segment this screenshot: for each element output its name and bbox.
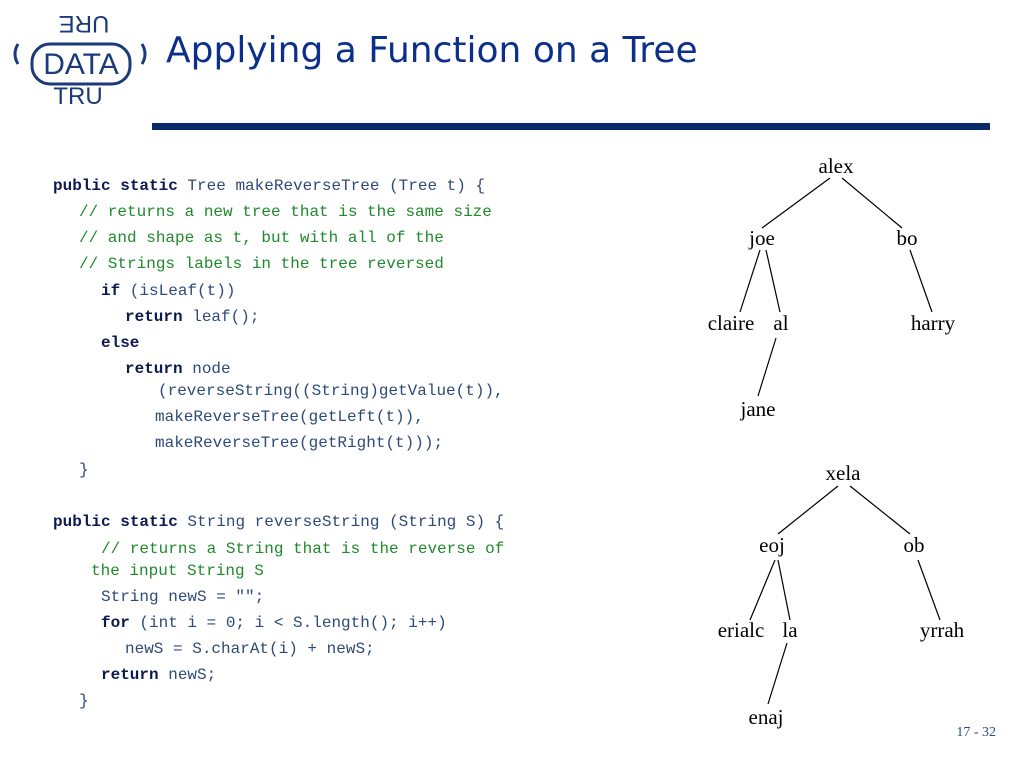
- code-text: }: [79, 461, 89, 479]
- code-comment: // returns a String that is the reverse …: [101, 540, 505, 558]
- code-text: makeReverseTree(getRight(t)));: [155, 434, 444, 452]
- tree-edge: [765, 249, 781, 313]
- code-comment: // and shape as t, but with all of the: [79, 229, 444, 247]
- code-text: leaf();: [182, 308, 260, 326]
- tree-node-left-left: erialc: [718, 618, 765, 642]
- tree-edge: [749, 559, 776, 621]
- code-line: // returns a new tree that is the same s…: [79, 202, 492, 222]
- tree-node-left-left: claire: [708, 311, 755, 335]
- tree-edge: [849, 485, 911, 535]
- tree-node-left: eoj: [759, 533, 785, 557]
- code-text: (int i = 0; i < S.length(); i++): [129, 614, 447, 632]
- code-keyword: if: [101, 282, 121, 300]
- code-keyword: return: [101, 666, 159, 684]
- code-line: // and shape as t, but with all of the: [79, 228, 444, 248]
- logo-arc-bottom: TRU: [53, 83, 102, 106]
- code-line: return leaf();: [125, 307, 259, 327]
- code-line: return newS;: [101, 665, 216, 685]
- data-structures-logo: URE DATA TRU: [13, 10, 147, 106]
- tree-edge: [841, 177, 903, 229]
- tree-edge: [761, 177, 831, 229]
- tree-edge: [909, 249, 933, 313]
- code-line: makeReverseTree(getRight(t)));: [155, 433, 443, 453]
- code-comment: // Strings labels in the tree reversed: [79, 255, 444, 273]
- code-text: makeReverseTree(getLeft(t)),: [155, 408, 424, 426]
- tree-node-root: xela: [826, 461, 862, 485]
- tree-edge: [777, 485, 839, 535]
- slide-title: Applying a Function on a Tree: [166, 30, 698, 71]
- code-line: newS = S.charAt(i) + newS;: [125, 639, 375, 659]
- code-keyword: return: [125, 360, 183, 378]
- code-keyword: public static: [53, 513, 178, 531]
- code-text: (isLeaf(t)): [120, 282, 236, 300]
- code-line: if (isLeaf(t)): [101, 281, 235, 301]
- title-rule: [152, 123, 990, 130]
- tree-node-right-right: harry: [911, 311, 956, 335]
- code-line: // Strings labels in the tree reversed: [79, 254, 444, 274]
- tree-edge: [739, 249, 761, 313]
- code-line: }: [79, 460, 89, 480]
- tree-node-right: bo: [897, 226, 918, 250]
- code-text: }: [79, 692, 89, 710]
- code-line: // returns a String that is the reverse …: [101, 539, 504, 559]
- code-line: else: [101, 333, 139, 353]
- code-line: public static String reverseString (Stri…: [53, 512, 504, 532]
- reversed-tree: xela eoj ob erialc la yrrah enaj: [718, 461, 965, 729]
- code-line: (reverseString((String)getValue(t)),: [158, 381, 504, 401]
- tree-node-left-right-left: jane: [740, 397, 776, 421]
- code-line: }: [79, 691, 89, 711]
- tree-node-left-right-left: enaj: [749, 705, 784, 729]
- tree-edge: [767, 642, 788, 705]
- code-keyword: else: [101, 334, 140, 352]
- tree-edge: [777, 559, 791, 621]
- tree-node-left-right: al: [773, 311, 788, 335]
- tree-node-left: joe: [748, 226, 775, 250]
- code-line: the input String S: [91, 561, 264, 581]
- tree-edge: [917, 559, 941, 621]
- code-keyword: return: [125, 308, 183, 326]
- code-text: node: [182, 360, 231, 378]
- code-comment: // returns a new tree that is the same s…: [79, 203, 492, 221]
- code-text: newS = S.charAt(i) + newS;: [125, 640, 375, 658]
- code-line: public static Tree makeReverseTree (Tree…: [53, 176, 485, 196]
- code-comment: the input String S: [91, 562, 264, 580]
- tree-edge: [757, 337, 777, 397]
- code-text: String newS = "";: [101, 588, 265, 606]
- code-keyword: for: [101, 614, 130, 632]
- code-line: makeReverseTree(getLeft(t)),: [155, 407, 424, 427]
- tree-node-right: ob: [904, 533, 925, 557]
- code-text: (reverseString((String)getValue(t)),: [158, 382, 504, 400]
- code-text: Tree makeReverseTree (Tree t) {: [177, 177, 486, 195]
- code-line: return node: [125, 359, 231, 379]
- logo-word: DATA: [43, 48, 119, 81]
- logo-arc-top: URE: [59, 10, 110, 37]
- code-line: for (int i = 0; i < S.length(); i++): [101, 613, 447, 633]
- code-block: public static Tree makeReverseTree (Tree…: [53, 176, 504, 711]
- code-text: newS;: [158, 666, 217, 684]
- code-text: String reverseString (String S) {: [177, 513, 505, 531]
- code-line: String newS = "";: [101, 587, 264, 607]
- tree-node-left-right: la: [782, 618, 798, 642]
- original-tree: alex joe bo claire al harry jane: [708, 154, 956, 421]
- tree-node-root: alex: [819, 154, 854, 178]
- tree-node-right-right: yrrah: [920, 618, 965, 642]
- page-number: 17 - 32: [956, 725, 996, 740]
- code-keyword: public static: [53, 177, 178, 195]
